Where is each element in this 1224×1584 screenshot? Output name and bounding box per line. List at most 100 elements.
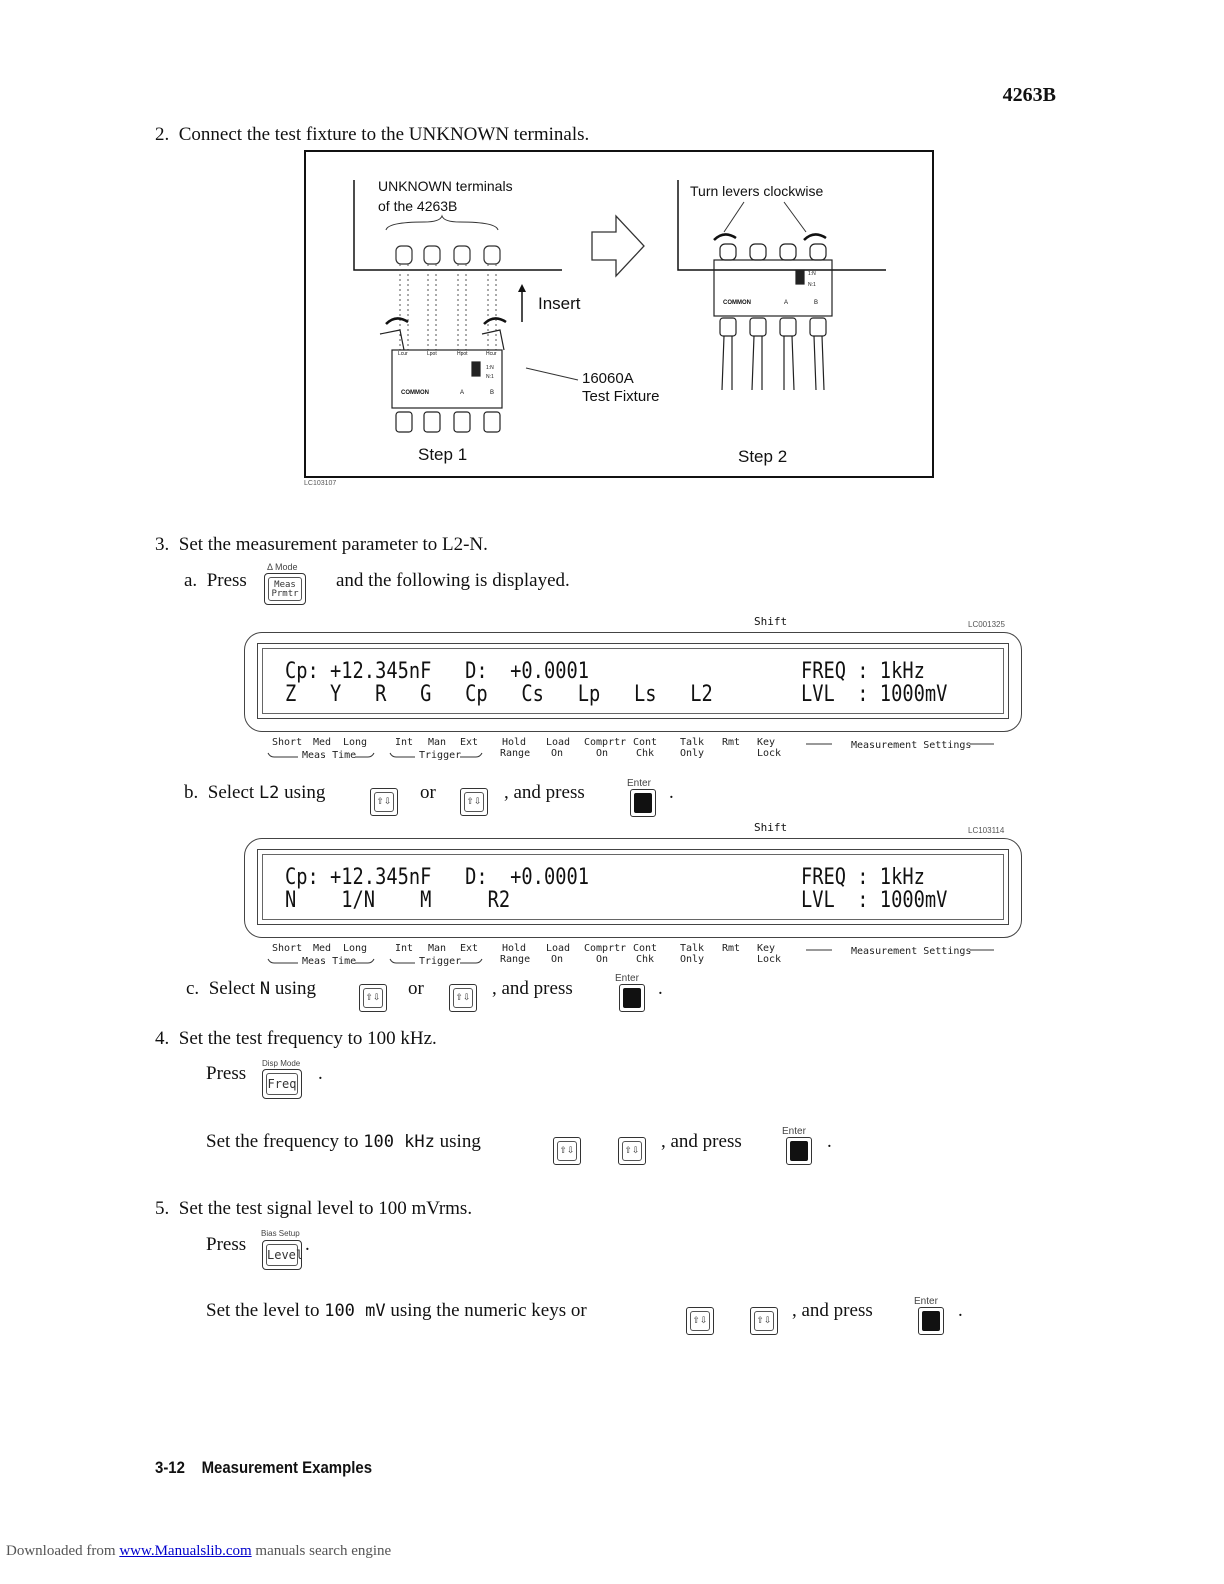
terminal-lcur: Lcur <box>398 351 408 357</box>
arrow-key-2[interactable]: ⇧⇩ <box>460 788 488 816</box>
arrow-key-5[interactable]: ⇧⇩ <box>553 1137 581 1165</box>
substep-text: Select <box>207 782 255 803</box>
annun-range: Range <box>500 954 531 965</box>
and-press-text: , and press <box>504 782 585 803</box>
annun-talk: Talk <box>680 943 705 954</box>
annun-key: Key <box>757 943 776 954</box>
terminal-a-label: A <box>460 390 465 396</box>
arrow-key-6[interactable]: ⇧⇩ <box>618 1137 646 1165</box>
up-down-arrow-icon: ⇧⇩ <box>464 792 484 812</box>
page-footer: 3-12 Measurement Examples <box>155 1458 372 1478</box>
period: . <box>318 1063 323 1084</box>
annun-load-on: On <box>551 954 564 965</box>
meas-key-caption: Δ Mode <box>267 562 298 572</box>
enter-key[interactable] <box>619 984 645 1012</box>
key-label-line-2: Prmtr <box>271 589 299 600</box>
fixture-label-1: 16060A <box>582 370 634 387</box>
annun-rmt: Rmt <box>722 943 741 954</box>
step-4-set: Set the frequency to 100 kHz using <box>206 1131 481 1153</box>
substep-text: Select <box>208 978 256 999</box>
manualslib-link[interactable]: www.Manualslib.com <box>119 1543 252 1559</box>
annun-chk: Chk <box>636 954 655 965</box>
lcd-row-1-left: Cp: +12.345nF D: +0.0001 <box>285 659 589 684</box>
step-3a-suffix: and the following is displayed. <box>336 570 570 591</box>
annun-int: Int <box>395 943 414 954</box>
lcd-row-1-right: FREQ : 1kHz <box>801 659 925 684</box>
freq-key[interactable]: Freq <box>262 1069 302 1099</box>
set-text: Set the level to <box>206 1300 320 1321</box>
step-3a-prefix: a. Press <box>184 570 247 592</box>
common-label: COMMON <box>401 390 429 396</box>
key-label: Level <box>266 1244 303 1266</box>
step-text: Set the measurement parameter to L2-N. <box>178 534 488 555</box>
lcd-row-1-left: Cp: +12.345nF D: +0.0001 <box>285 865 589 890</box>
step-text: Set the test signal level to 100 mVrms. <box>178 1198 473 1219</box>
set-text: using <box>439 1131 481 1152</box>
fixture-figure: UNKNOWN terminals of the 4263B Turn leve… <box>304 150 934 478</box>
and-press-text: , and press <box>661 1131 742 1152</box>
arrow-key-3[interactable]: ⇧⇩ <box>359 984 387 1012</box>
lcd-row-2-right: LVL : 1000mV <box>801 888 948 913</box>
period: . <box>958 1300 963 1321</box>
and-press-text: , and press <box>492 978 573 999</box>
download-suffix: manuals search engine <box>255 1543 392 1559</box>
meas-prmtr-key[interactable]: Meas Prmtr <box>264 573 306 605</box>
enter-key[interactable] <box>630 789 656 817</box>
key-label: Freq <box>266 1073 298 1095</box>
enter-key[interactable] <box>918 1307 944 1335</box>
or-text: or <box>420 782 436 803</box>
substep-letter: a. <box>184 570 198 591</box>
level-key[interactable]: Level <box>262 1240 303 1270</box>
annun-long: Long <box>343 737 368 748</box>
step-2: 2. Connect the test fixture to the UNKNO… <box>155 124 589 146</box>
key-label-line-1: Meas <box>274 580 296 590</box>
annun-key: Key <box>757 737 776 748</box>
fixture-label-2: Test Fixture <box>582 388 660 405</box>
annunciator-row-1: Short Med Long Meas Time Int Man Ext Tri… <box>0 737 1224 767</box>
lcd-display-1: Cp: +12.345nF D: +0.0001 FREQ : 1kHz Z Y… <box>244 632 1022 732</box>
terminal-hcur: Hcur <box>486 351 497 357</box>
step-number: 5. <box>155 1198 170 1219</box>
enter-key-caption: Enter <box>914 1296 938 1307</box>
press-text: Press <box>206 1063 247 1084</box>
step-2-label: Step 2 <box>738 447 788 466</box>
step-5: 5. Set the test signal level to 100 mVrm… <box>155 1198 472 1220</box>
annun-meas-time: Meas Time <box>302 750 357 761</box>
annun-cont: Cont <box>633 943 658 954</box>
up-down-arrow-icon: ⇧⇩ <box>363 988 383 1008</box>
switch-label-2: N:1 <box>486 374 494 380</box>
annun-ext: Ext <box>460 737 479 748</box>
up-down-arrow-icon: ⇧⇩ <box>453 988 473 1008</box>
arrow-key-8[interactable]: ⇧⇩ <box>750 1307 778 1335</box>
arrow-key-7[interactable]: ⇧⇩ <box>686 1307 714 1335</box>
period: . <box>305 1234 310 1255</box>
annun-only: Only <box>680 954 705 965</box>
annun-man: Man <box>428 737 447 748</box>
step-5-set: Set the level to 100 mV using the numeri… <box>206 1300 587 1322</box>
annun-long: Long <box>343 943 368 954</box>
lcd-code: LC103114 <box>968 826 1005 835</box>
or-text: or <box>408 978 424 999</box>
download-note: Downloaded from www.Manualslib.com manua… <box>6 1543 391 1560</box>
download-prefix: Downloaded from <box>6 1543 116 1559</box>
substep-text: using <box>284 782 326 803</box>
freq-key-caption: Disp Mode <box>262 1059 301 1068</box>
annun-lock: Lock <box>757 954 782 965</box>
arrow-key-4[interactable]: ⇧⇩ <box>449 984 477 1012</box>
annun-cont: Cont <box>633 737 658 748</box>
step-1-label: Step 1 <box>418 445 468 464</box>
step-number: 2. <box>155 124 170 145</box>
annun-measurement-settings: Measurement Settings <box>851 946 972 957</box>
enter-key[interactable] <box>786 1137 812 1165</box>
step-3: 3. Set the measurement parameter to L2-N… <box>155 534 488 556</box>
arrow-key-1[interactable]: ⇧⇩ <box>370 788 398 816</box>
section-title: Measurement Examples <box>201 1458 373 1477</box>
annun-short: Short <box>272 943 303 954</box>
up-down-arrow-icon: ⇧⇩ <box>690 1311 710 1331</box>
annun-measurement-settings: Measurement Settings <box>851 740 972 751</box>
terminal-a-label-2: A <box>784 300 789 306</box>
step-text: Set the test frequency to 100 kHz. <box>178 1028 437 1049</box>
annun-int: Int <box>395 737 414 748</box>
lcd-code: LC001325 <box>968 620 1005 629</box>
up-down-arrow-icon: ⇧⇩ <box>622 1141 642 1161</box>
